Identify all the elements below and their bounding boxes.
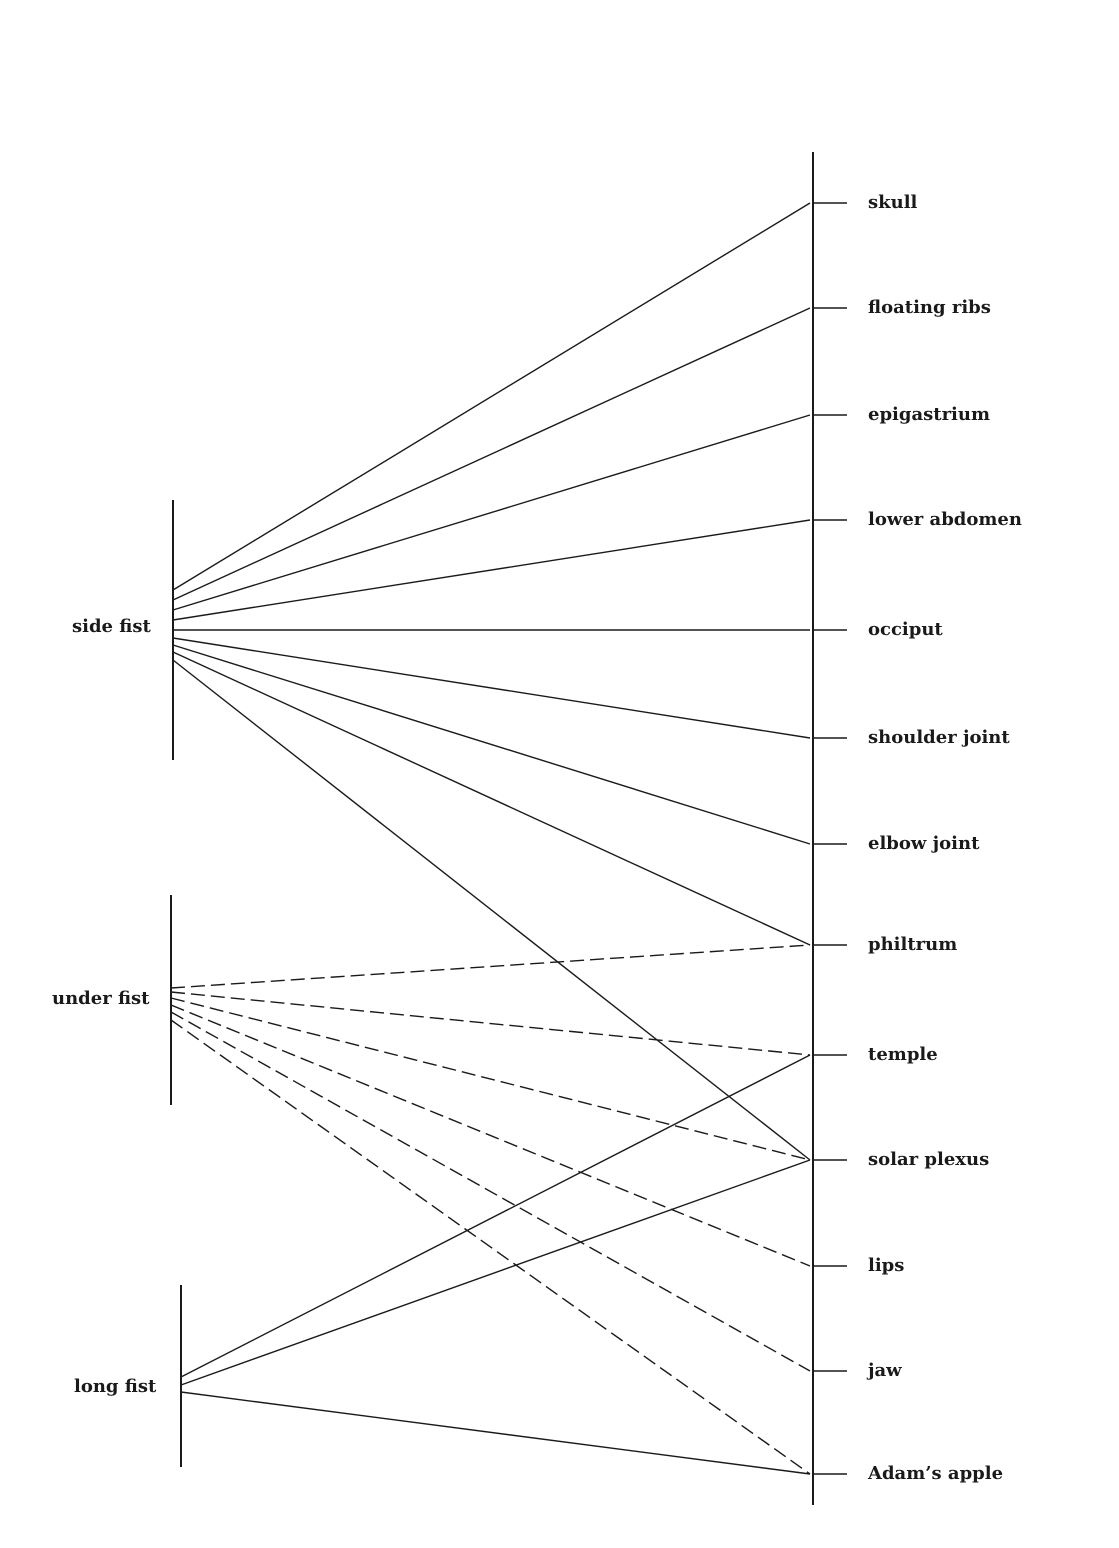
source-label-under-fist: under fist [52,988,150,1009]
connection-under-to-temple [170,991,811,1056]
connection-side-to-epigastrium [172,414,811,611]
target-label-floating-ribs: floating ribs [868,297,991,318]
connection-side-to-floating_ribs [172,307,811,601]
axes [170,152,814,1505]
connection-long-to-solar_plexus [180,1159,811,1386]
target-label-skull: skull [868,192,918,213]
connection-side-to-lower_abdomen [172,519,811,621]
target-label-philtrum: philtrum [868,934,957,955]
target-label-adams-apple: Adam’s apple [867,1463,1003,1484]
connection-side-to-shoulder_joint [172,637,811,739]
target-label-lower-abdomen: lower abdomen [868,509,1022,530]
labels: skull floating ribs epigastrium lower abdom… [52,192,1022,1484]
target-label-elbow-joint: elbow joint [868,833,980,854]
connection-under-to-jaw [170,1011,811,1372]
connection-side-to-philtrum [172,651,811,946]
target-label-temple: temple [868,1044,938,1065]
connection-long-to-adams_apple [180,1391,811,1475]
connection-under-to-philtrum [170,944,811,989]
connection-side-to-elbow_joint [172,644,811,845]
target-label-lips: lips [868,1255,904,1276]
target-label-epigastrium: epigastrium [868,404,990,425]
target-label-solar-plexus: solar plexus [868,1149,989,1170]
connection-side-to-solar_plexus [172,659,811,1161]
source-label-long-fist: long fist [74,1376,157,1397]
connection-long-to-temple [180,1054,811,1378]
source-label-side-fist: side fist [72,616,151,637]
connection-lines [170,202,811,1475]
target-ticks [813,202,847,1475]
target-label-shoulder-joint: shoulder joint [868,727,1010,748]
target-label-jaw: jaw [866,1360,902,1381]
connection-under-to-lips [170,1004,811,1267]
connection-under-to-adams_apple [170,1019,811,1475]
connection-side-to-skull [172,202,811,591]
target-label-occiput: occiput [868,619,943,640]
connection-under-to-solar_plexus [170,997,811,1161]
